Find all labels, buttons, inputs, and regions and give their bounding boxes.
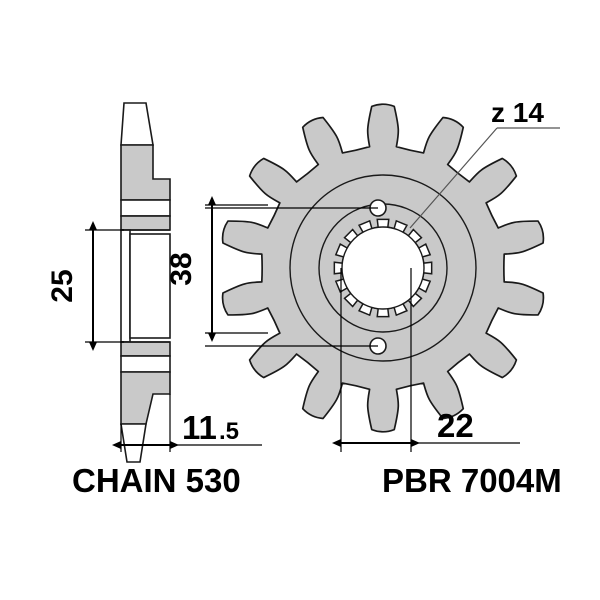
hub-circle (289, 174, 477, 362)
callout-z14-group: z 14 (409, 97, 560, 229)
section-lower-body (120, 371, 171, 425)
dim-38-label: 38 (165, 252, 198, 285)
section-upper-flange (120, 215, 171, 231)
dim-25-label: 25 (46, 269, 79, 302)
spline-inner-circle (341, 226, 425, 310)
section-lower-tooth (120, 423, 147, 463)
z14-leader-diagonal (409, 127, 498, 229)
section-upper-tooth (120, 102, 154, 146)
section-bore-left-wall (120, 229, 131, 343)
dim-22-label: 22 (437, 407, 474, 444)
dimension-11-5-group: 11 .5 (112, 394, 262, 452)
section-view-group (120, 102, 171, 463)
dimension-22-group: 22 (332, 268, 520, 452)
section-bore-opening (129, 233, 171, 339)
section-upper-groove (120, 199, 171, 217)
section-lower-groove (120, 355, 171, 373)
dim-115-label-dec: .5 (219, 418, 239, 445)
chain-spec-label: CHAIN 530 (72, 462, 241, 499)
dimension-38-group: 38 (165, 196, 268, 342)
z14-label: z 14 (491, 97, 544, 128)
face-view-group (205, 103, 545, 433)
part-number-label: PBR 7004M (382, 462, 562, 499)
dim-115-label-int: 11 (182, 409, 217, 446)
section-lower-flange (120, 341, 171, 357)
dimension-25-group: 25 (46, 221, 124, 351)
section-upper-body (120, 144, 171, 201)
